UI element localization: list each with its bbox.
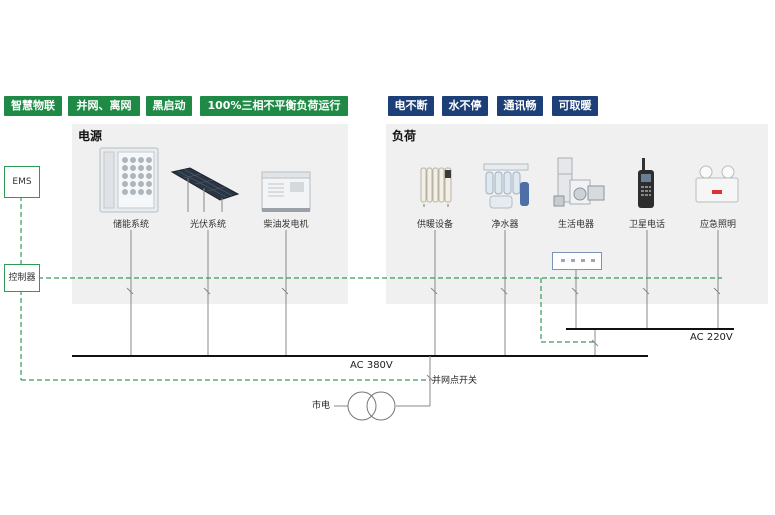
controller-box: 控制器 — [4, 264, 40, 292]
tag-communication: 通讯畅 — [497, 96, 543, 116]
device-label-water-purifier: 净水器 — [491, 220, 519, 230]
oil-heater-icon — [418, 162, 454, 208]
tag-power-continuous: 电不断 — [388, 96, 434, 116]
water-purifier-icon — [482, 160, 532, 210]
tag-heating: 可取暖 — [552, 96, 598, 116]
tag-grid-offgrid: 并网、离网 — [68, 96, 140, 116]
tag-water-continuous: 水不停 — [442, 96, 488, 116]
transformer-icon — [346, 390, 396, 422]
device-label-satellite-phone: 卫星电话 — [628, 220, 665, 230]
utility-grid-label: 市电 — [312, 401, 331, 411]
bus-380v-label: AC 380V — [350, 360, 393, 371]
satellite-phone-icon — [636, 156, 656, 210]
emergency-light-icon — [692, 162, 742, 206]
socket-panel-icon — [552, 252, 602, 270]
device-label-emergency-lighting: 应急照明 — [699, 220, 736, 230]
diesel-generator-icon — [260, 170, 312, 214]
device-label-diesel-generator: 柴油发电机 — [263, 220, 309, 230]
device-label-appliances: 生活电器 — [557, 220, 594, 230]
loads-panel-title: 负荷 — [392, 129, 417, 143]
ems-box: EMS — [4, 166, 40, 198]
tag-black-start: 黑启动 — [146, 96, 192, 116]
grid-switch-label: 并网点开关 — [432, 376, 478, 386]
tag-unbalanced-load: 100%三相不平衡负荷运行 — [200, 96, 348, 116]
device-label-energy-storage: 储能系统 — [112, 220, 149, 230]
tag-smart-iot: 智慧物联 — [4, 96, 62, 116]
sources-panel-title: 电源 — [78, 129, 103, 143]
bus-220v-label: AC 220V — [690, 332, 733, 343]
household-appliances-icon — [552, 156, 606, 212]
energy-storage-cabinet-icon — [98, 146, 160, 214]
loads-panel — [386, 124, 768, 304]
device-label-heating: 供暖设备 — [416, 220, 453, 230]
device-label-solar: 光伏系统 — [189, 220, 226, 230]
solar-panel-icon — [168, 166, 240, 216]
